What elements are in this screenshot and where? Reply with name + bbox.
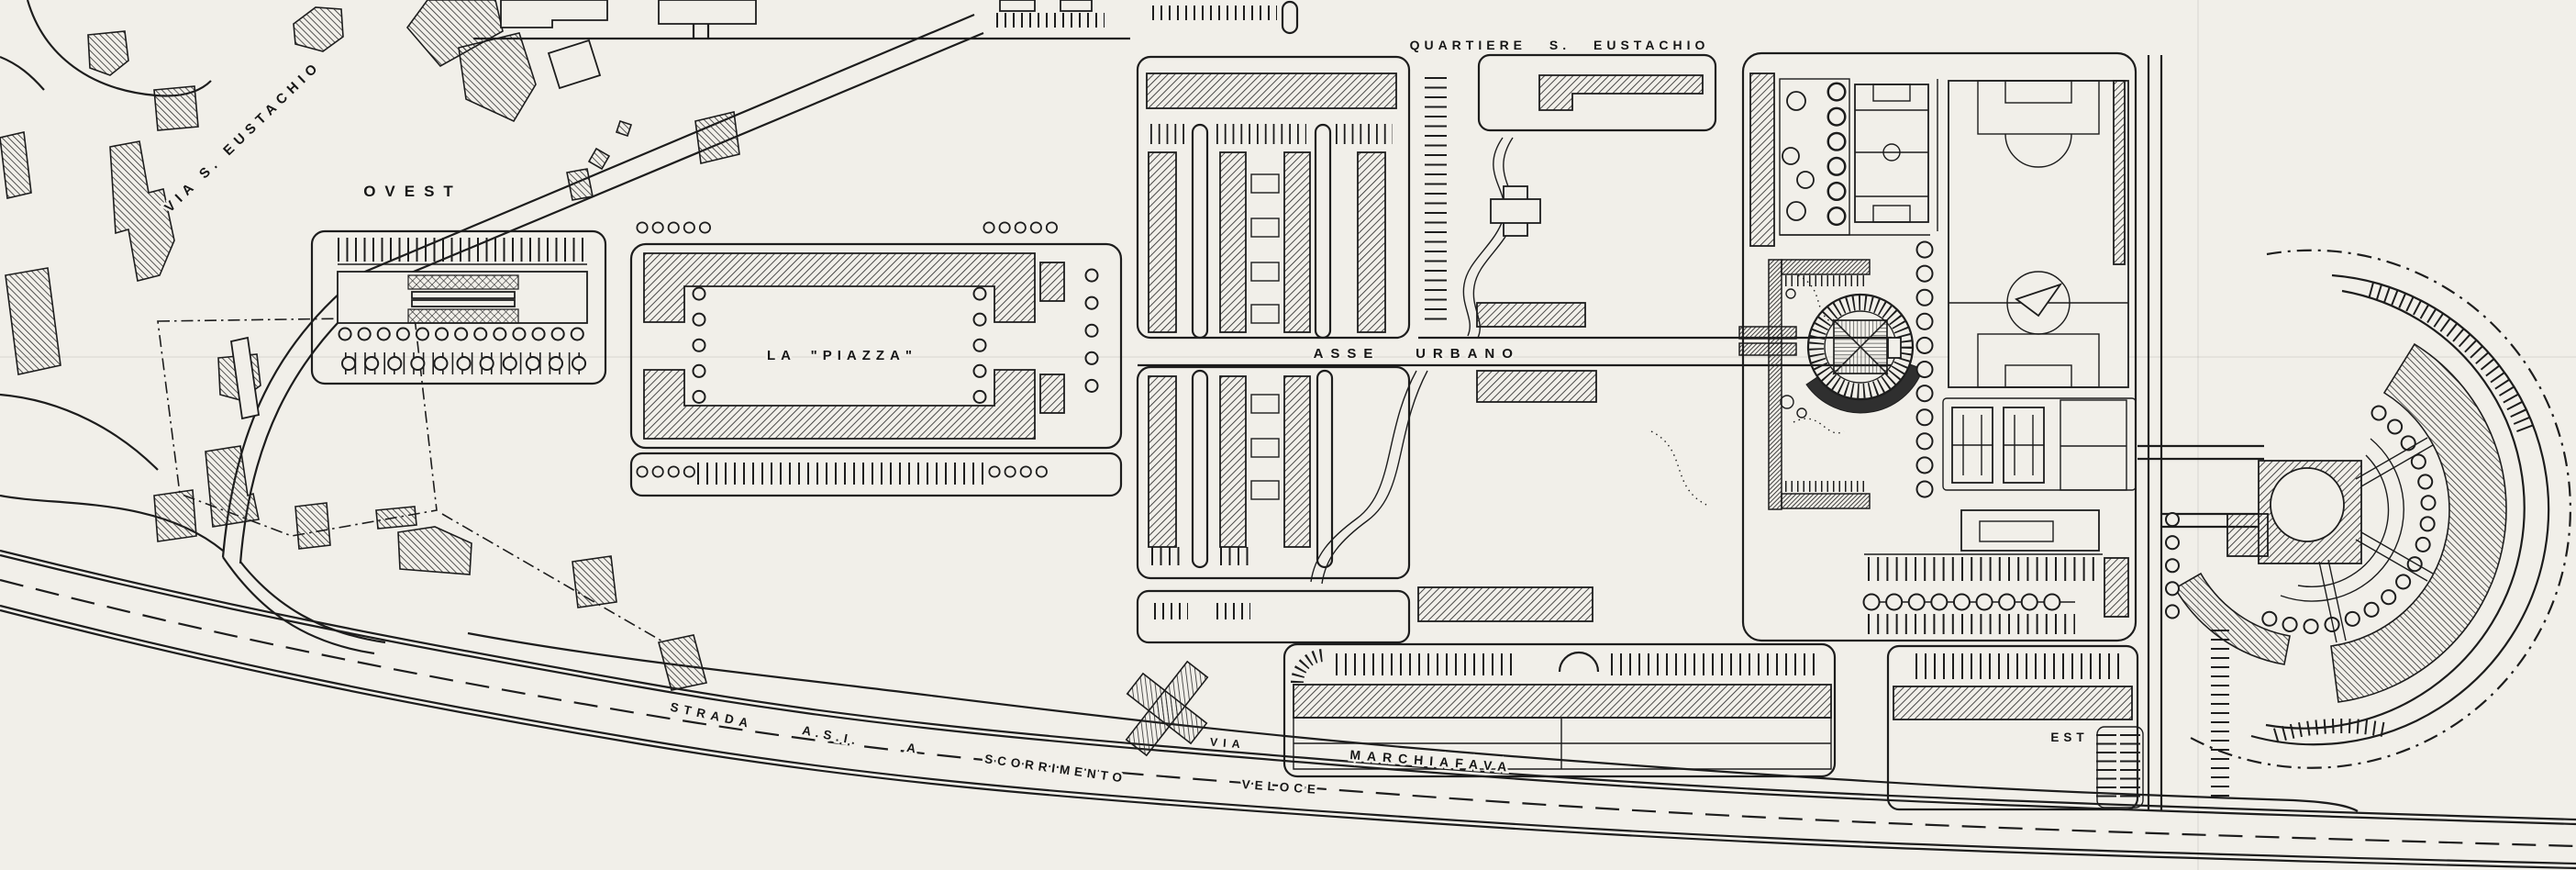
monument-rotonda	[1738, 240, 1934, 512]
label-a: A	[905, 741, 921, 756]
est-compound	[1886, 644, 2144, 811]
amphitheater	[2165, 249, 2571, 804]
church-building-small	[1490, 185, 1541, 237]
south-slab-block	[1136, 365, 1428, 585]
pyramid-icon	[1832, 318, 1889, 375]
highway-strada-asi	[0, 549, 2576, 870]
tennis-courts	[1942, 397, 2137, 491]
label-asse: ASSE	[1314, 346, 1381, 362]
church-building	[1125, 660, 1209, 757]
label-veloce: VELOCE	[1241, 777, 1320, 797]
sports-quarter	[1738, 51, 2137, 642]
top-strip-blocks	[500, 0, 1299, 35]
soccer-field	[1948, 80, 2129, 388]
south-small-compound	[1136, 589, 1411, 644]
label-ovest: OVEST	[363, 183, 462, 200]
sports-parking-rows	[1862, 553, 2129, 634]
label-scorrimento: SCORRIMENTO	[983, 752, 1127, 786]
la-piazza-complex	[629, 221, 1123, 497]
open-piazza-zone	[1417, 370, 1707, 622]
label-est: EST	[2050, 731, 2088, 744]
label-quartiere-s-eustachio: QUARTIERE S. EUSTACHIO	[1410, 38, 1710, 52]
existing-buildings-layer	[0, 0, 740, 691]
north-slab-block	[1136, 55, 1411, 340]
ovest-compound	[310, 229, 607, 385]
label-via-marchiafava-name: MARCHIAFAVA	[1349, 747, 1514, 775]
label-urbano: URBANO	[1416, 346, 1520, 362]
courtyard-building	[1960, 509, 2100, 552]
park-zone	[1425, 53, 1717, 339]
label-via-s-eustachio: VIA S. EUSTACHIO	[161, 58, 324, 216]
label-asi: A.S.I.	[801, 723, 861, 748]
label-la-piazza: LA "PIAZZA"	[767, 348, 917, 363]
marchiafava-compound	[1282, 642, 1837, 778]
small-court	[1854, 84, 1929, 223]
label-via-marchiafava-via: VIA	[1209, 736, 1246, 752]
pinwheel-icon	[2015, 283, 2063, 318]
